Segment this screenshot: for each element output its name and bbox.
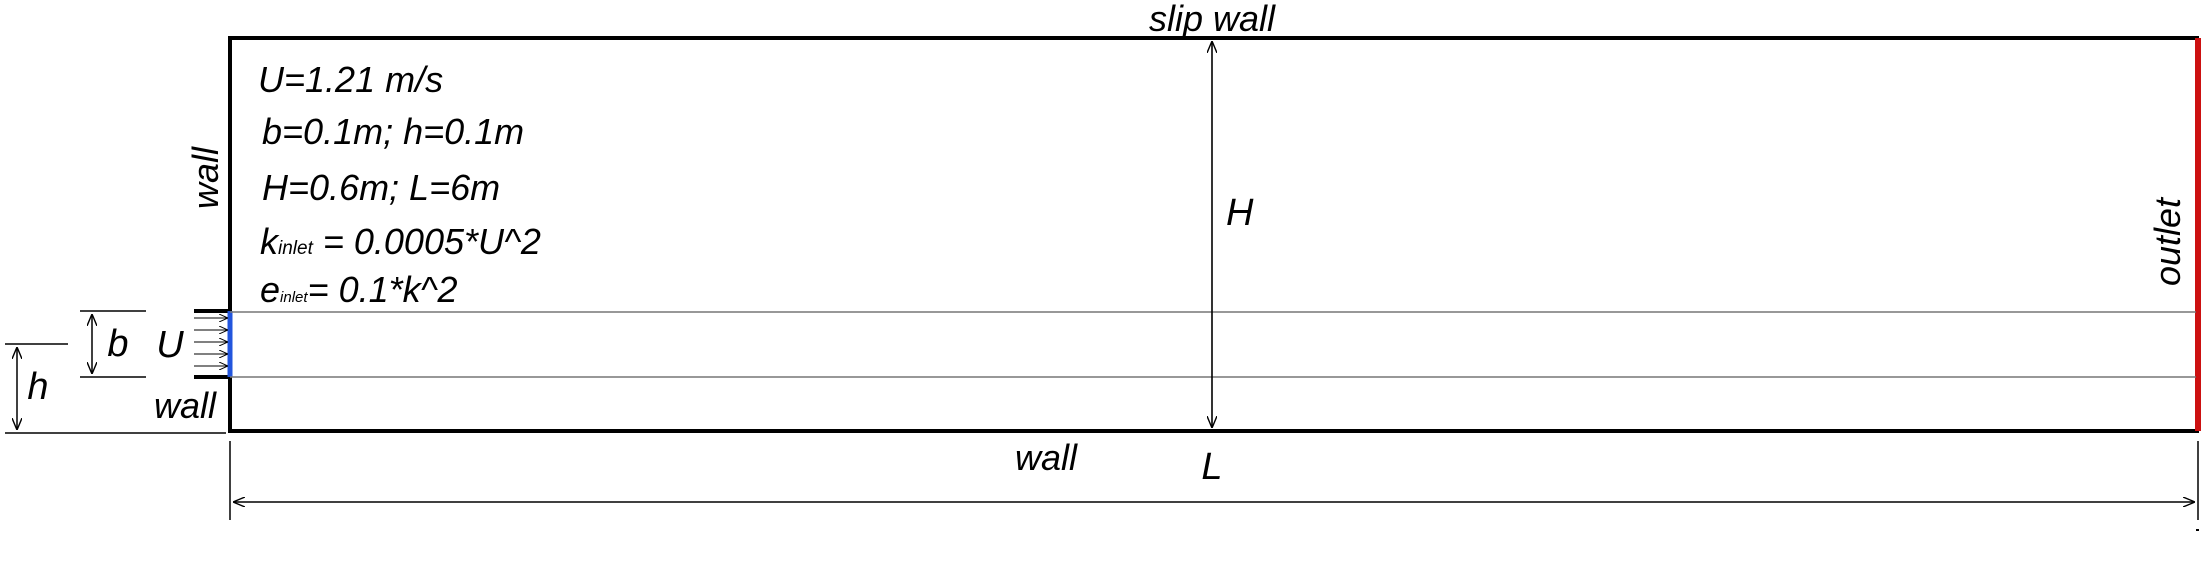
parameter-e-inlet: einlet= 0.1*k^2	[260, 269, 458, 310]
k-symbol: k	[260, 221, 280, 262]
bottom-wall-label: wall	[1015, 437, 1078, 478]
outlet-label: outlet	[2147, 196, 2188, 286]
dimension-b-label: b	[107, 323, 128, 365]
parameter-k-inlet: kinlet = 0.0005*U^2	[260, 221, 541, 262]
parameter-block: U=1.21 m/s b=0.1m; h=0.1m H=0.6m; L=6m k…	[258, 59, 541, 310]
e-subscript: inlet	[280, 289, 308, 306]
slip-wall-label: slip wall	[1149, 0, 1276, 39]
dimension-L-label: L	[1201, 446, 1222, 488]
parameter-inlet-size: b=0.1m; h=0.1m	[262, 111, 524, 152]
k-formula: = 0.0005*U^2	[313, 221, 541, 262]
e-formula: = 0.1*k^2	[308, 269, 458, 310]
parameter-velocity: U=1.21 m/s	[258, 59, 443, 100]
dimension-H-label: H	[1226, 192, 1254, 234]
lower-inlet-wall-label: wall	[154, 385, 217, 426]
k-subscript: inlet	[278, 238, 314, 259]
e-symbol: e	[260, 269, 280, 310]
parameter-domain-size: H=0.6m; L=6m	[262, 167, 500, 208]
inlet-velocity-arrows	[194, 318, 227, 366]
dimension-h-label: h	[27, 366, 48, 408]
left-wall-label: wall	[185, 146, 226, 209]
inlet-velocity-label: U	[156, 324, 184, 366]
